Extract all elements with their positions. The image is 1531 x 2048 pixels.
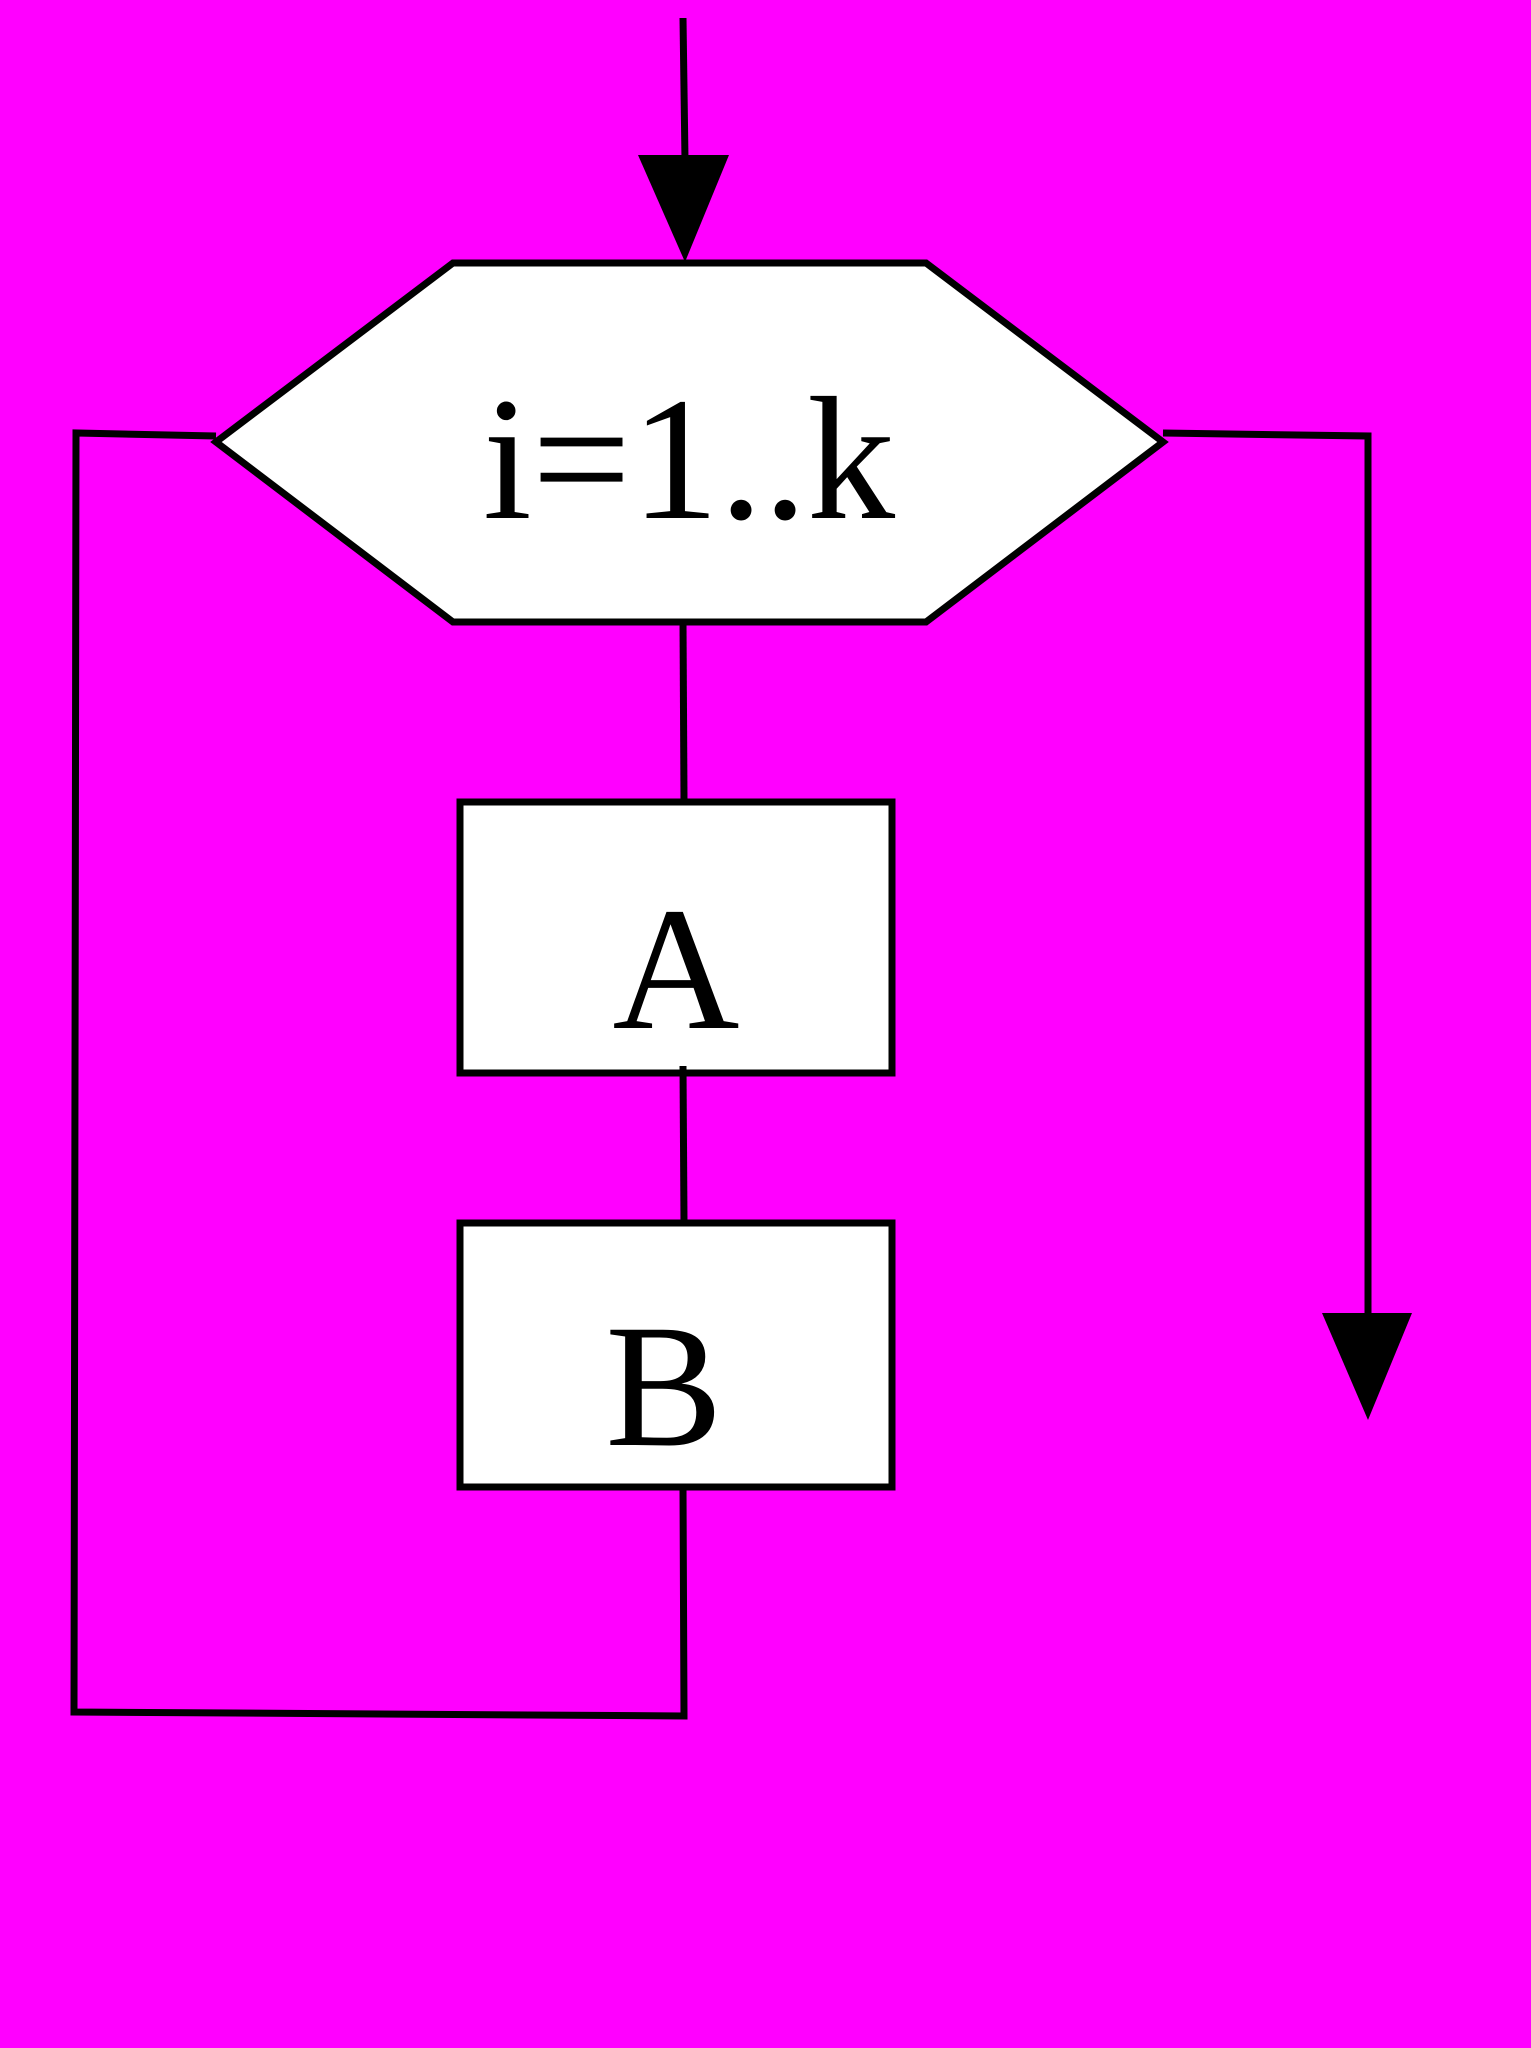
loop-header-label: i=1..k [483,362,895,557]
block-b: B [456,1219,896,1491]
connector-header-to-a [679,621,688,801]
exit-line [1162,429,1372,1320]
entry-arrow-line [679,17,689,161]
block-a-box [456,798,896,1077]
connector-a-to-b [679,1065,688,1224]
block-b-label: B [605,1289,722,1484]
loop-header: i=1..k [210,259,1169,626]
block-a-label: A [612,872,739,1067]
loop-back-line [70,429,688,1720]
exit-arrowhead [1322,1313,1412,1420]
block-b-box [456,1219,896,1491]
entry-arrowhead [638,155,729,262]
block-a: A [456,798,896,1077]
loop-header-hexagon [210,259,1169,626]
